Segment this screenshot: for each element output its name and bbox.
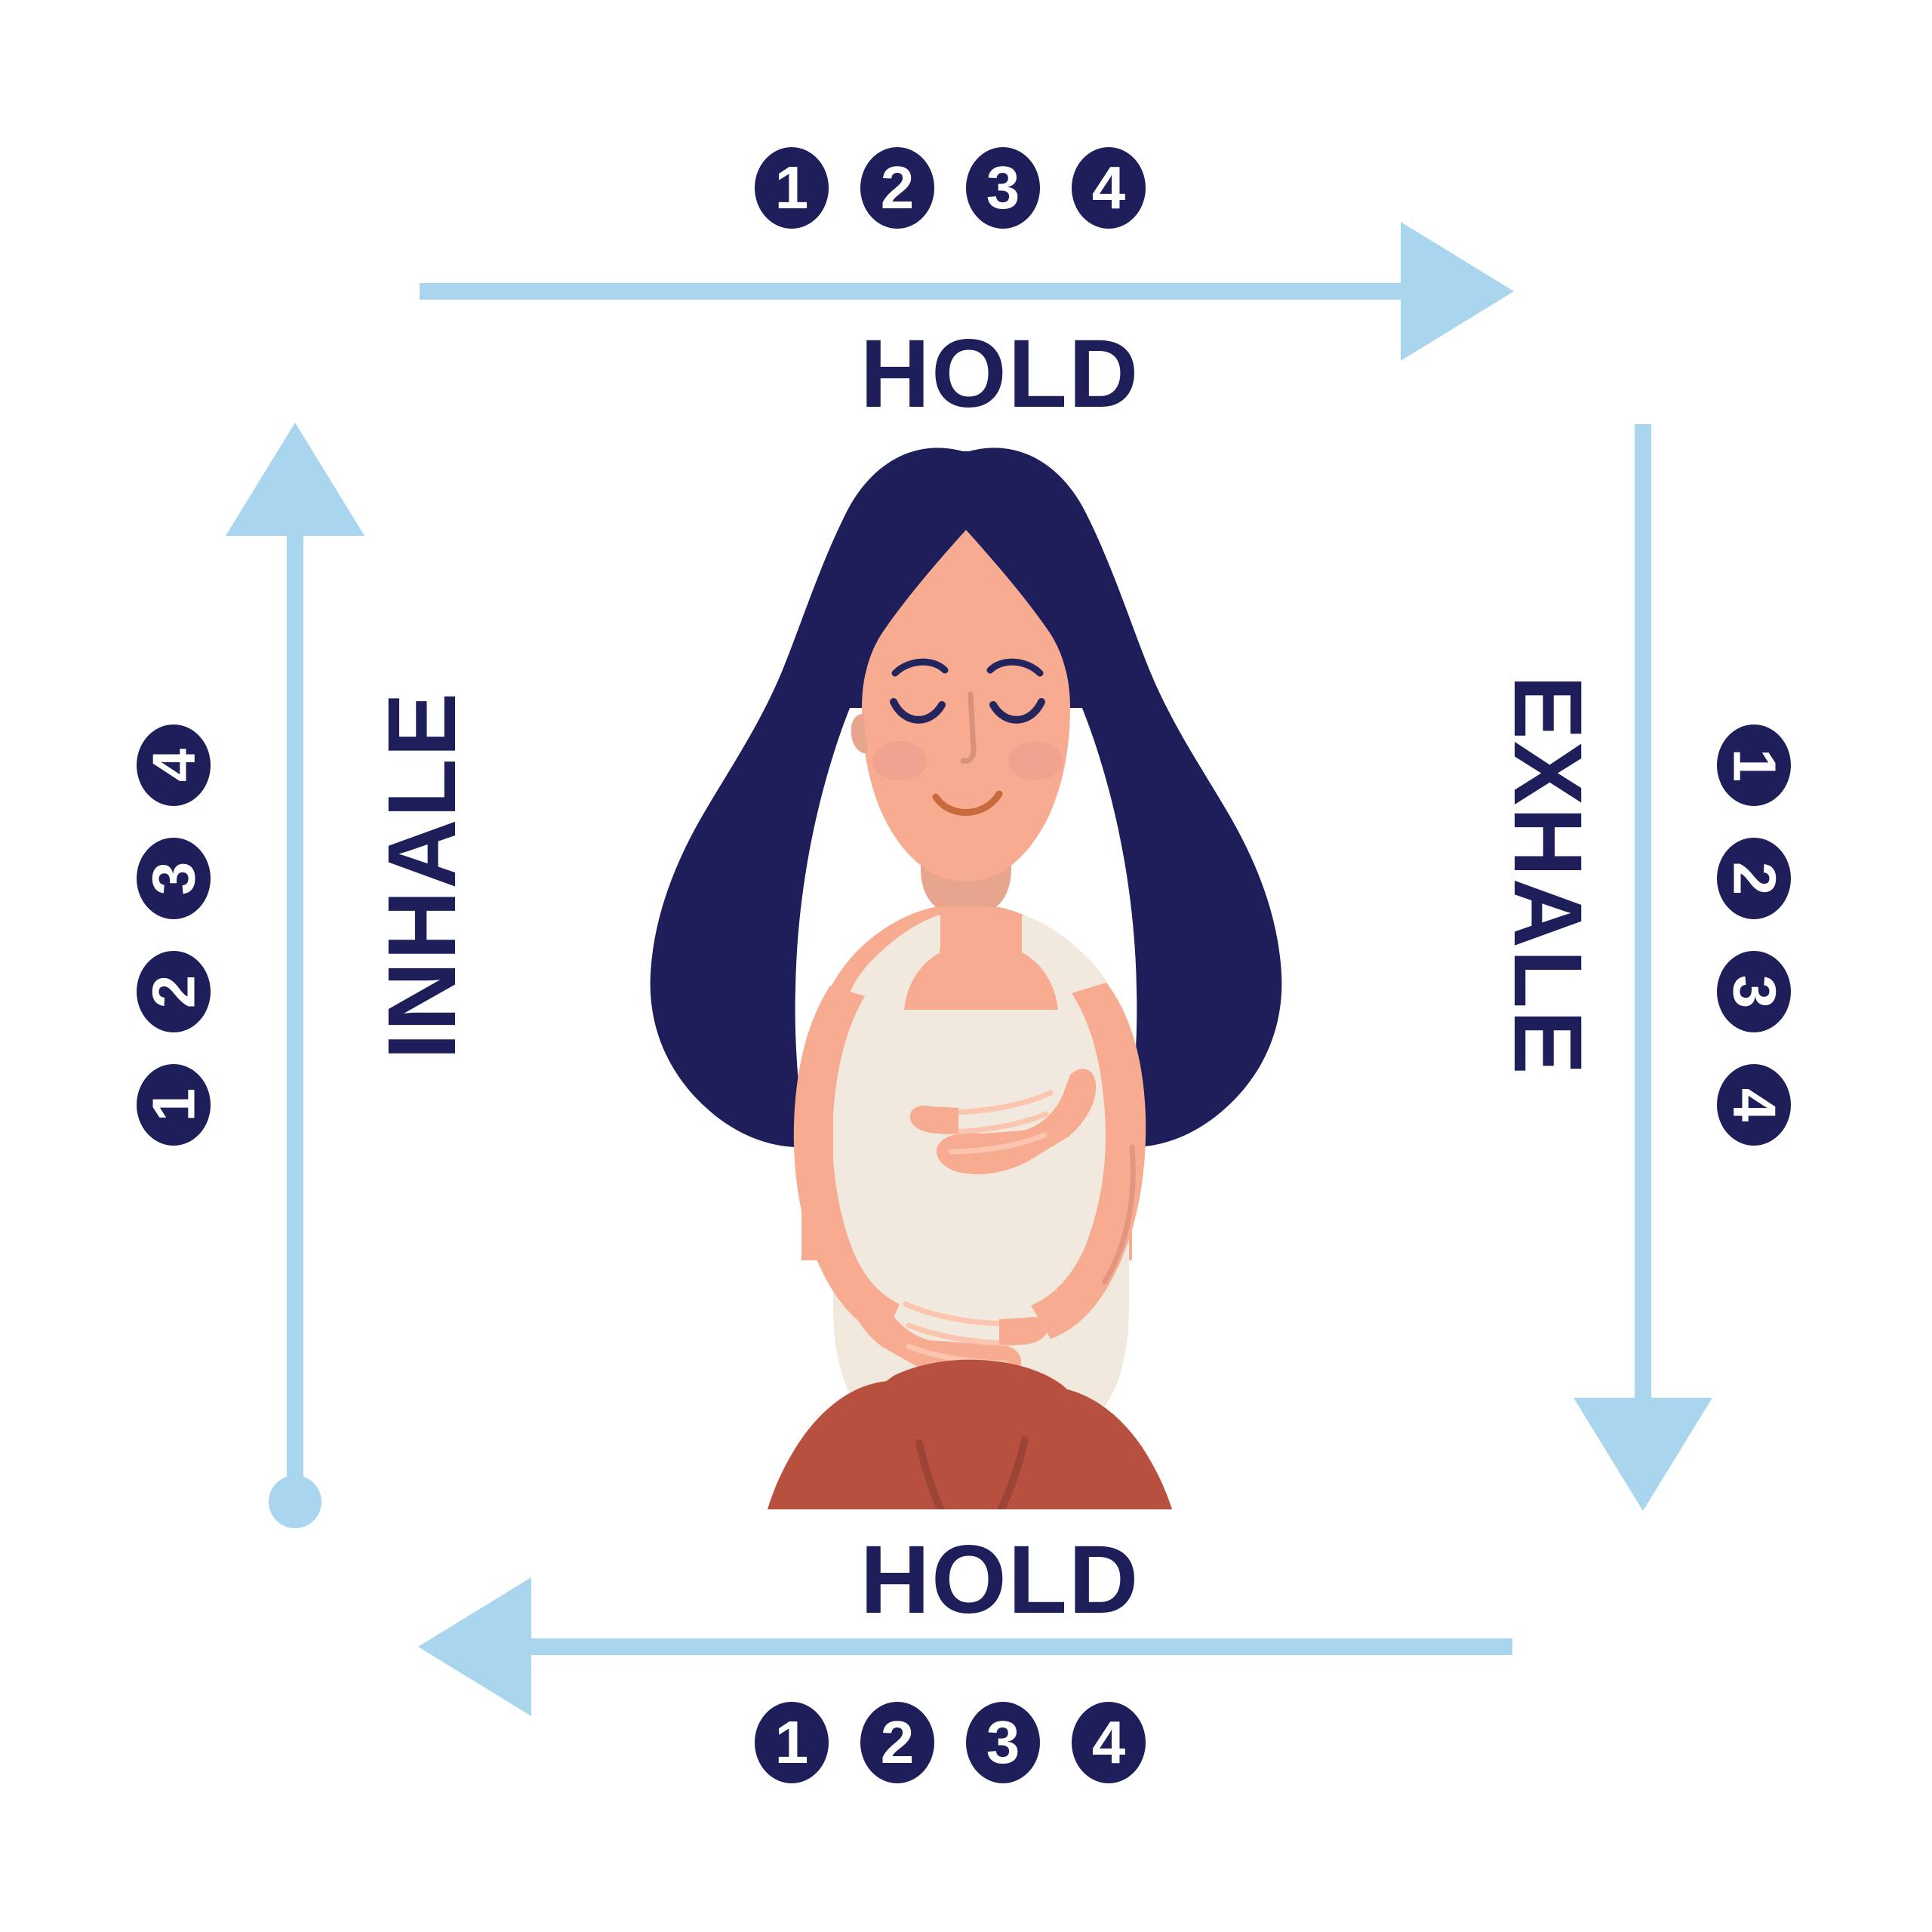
mouth-smile <box>932 790 1003 816</box>
ear-left <box>851 714 868 754</box>
hair-front-left <box>835 518 966 708</box>
leg-crease-left <box>915 1439 946 1509</box>
left-phase-label: INHALE <box>368 691 476 1060</box>
blush-left <box>872 741 927 780</box>
left-count-badges: 4 3 2 1 <box>137 724 211 1146</box>
bottom-arrow-head-left-icon <box>418 1577 531 1716</box>
top-phase-label: HOLD <box>860 320 1140 428</box>
count-badge: 1 <box>137 1064 211 1146</box>
right-count-badges: 1 2 3 4 <box>1717 724 1791 1146</box>
eyebrow-left <box>891 658 949 677</box>
count-badge: 2 <box>1717 838 1791 919</box>
eye-left-closed <box>890 698 946 724</box>
hair-back <box>650 448 1282 1148</box>
count-badge: 1 <box>755 147 829 229</box>
face <box>862 530 1070 881</box>
right-phase-label-wrap: EXHALE <box>1313 675 1781 1075</box>
count-badge: 3 <box>966 147 1040 229</box>
tank-neckline <box>939 915 1022 952</box>
right-phase-label: EXHALE <box>1494 675 1601 1076</box>
hand-on-belly <box>850 1279 1048 1386</box>
hand-on-chest <box>909 1069 1097 1174</box>
blush-right <box>1008 741 1063 780</box>
bottom-arrow-shaft <box>531 1638 1512 1655</box>
top-arrow-shaft <box>420 283 1401 300</box>
tank-top <box>833 915 1129 1426</box>
left-arrow-shaft <box>287 534 303 1502</box>
count-badge: 4 <box>137 724 211 806</box>
count-badge: 1 <box>755 1702 829 1783</box>
count-badge: 3 <box>1717 951 1791 1032</box>
count-badge: 1 <box>1717 724 1791 806</box>
bottom-phase-label: HOLD <box>860 1526 1140 1634</box>
left-arrow-start-dot-icon <box>269 1475 321 1528</box>
right-arrow-shaft <box>1635 424 1651 1398</box>
count-badge: 2 <box>137 951 211 1032</box>
left-phase-label-wrap: INHALE <box>189 691 657 1060</box>
eye-right-closed <box>989 698 1045 724</box>
top-arrow-head-right-icon <box>1401 222 1514 361</box>
count-badge: 4 <box>1717 1064 1791 1146</box>
arm-left <box>793 986 900 1337</box>
count-badge: 3 <box>137 838 211 919</box>
hair-front-right <box>966 518 1098 708</box>
count-badge: 4 <box>1072 147 1146 229</box>
nose <box>960 691 977 764</box>
top-count-badges: 1 2 3 4 <box>755 147 1146 229</box>
left-arrow-head-up-icon <box>226 423 365 536</box>
woman-svg <box>650 448 1282 1509</box>
count-badge: 2 <box>860 147 934 229</box>
meditating-woman-illustration <box>604 445 1328 1509</box>
bottom-count-badges: 1 2 3 4 <box>755 1702 1146 1783</box>
count-badge: 2 <box>860 1702 934 1783</box>
arm-right <box>1031 983 1146 1339</box>
arm-right-shade <box>1102 1144 1136 1284</box>
leg-crease-right <box>997 1436 1029 1509</box>
eyebrow-right <box>986 658 1044 677</box>
right-arrow-head-down-icon <box>1574 1398 1712 1511</box>
count-badge: 4 <box>1072 1702 1146 1783</box>
hips <box>855 1359 1089 1509</box>
count-badge: 3 <box>966 1702 1040 1783</box>
